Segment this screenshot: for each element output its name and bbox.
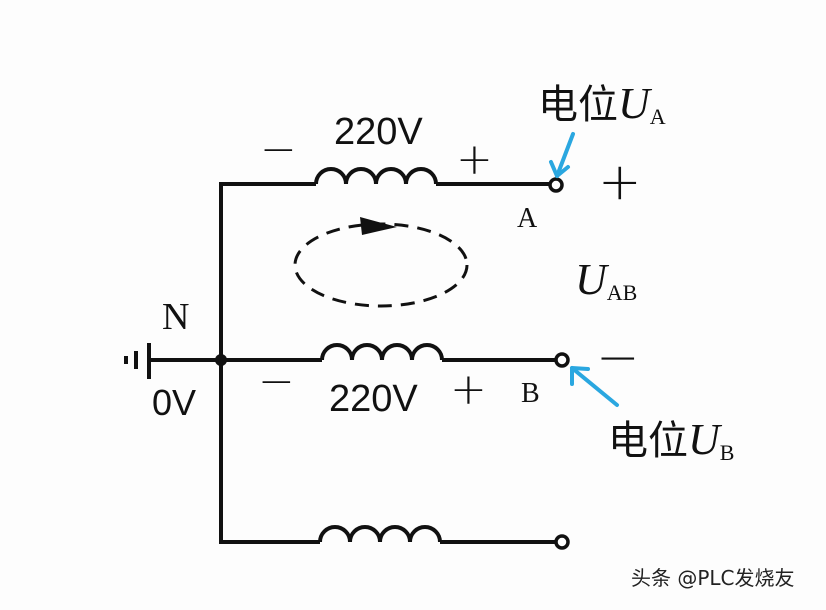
potential-b-symbol: U	[688, 415, 720, 464]
terminal-a-icon	[548, 177, 564, 193]
phase-b-minus: −	[258, 356, 295, 407]
neutral-voltage-label: 0V	[152, 382, 197, 423]
terminal-b-icon	[554, 352, 570, 368]
pointer-b-line	[570, 366, 619, 407]
phase-b-voltage: 220V	[329, 378, 418, 420]
potential-a-label: 电位UA	[538, 82, 666, 128]
terminal-b-label: B	[521, 378, 540, 409]
coil-b-icon	[320, 343, 444, 361]
phase-a-minus: −	[260, 124, 297, 175]
pointer-b-arrowhead-icon	[570, 366, 590, 386]
terminal-c-icon	[554, 534, 570, 550]
neutral-label: N	[162, 296, 190, 338]
terminal-a-label: A	[517, 203, 538, 234]
loop-arrow-icon	[360, 217, 397, 235]
potential-a-subscript: A	[649, 104, 666, 129]
phase-b-plus: +	[450, 364, 487, 415]
line-voltage-symbol: U	[575, 255, 607, 304]
potential-a-prefix: 电位	[538, 82, 618, 128]
potential-b-label: 电位UB	[608, 418, 734, 464]
pointer-a-line	[555, 132, 575, 178]
line-voltage-label: UAB	[575, 258, 637, 304]
potential-b-prefix: 电位	[608, 418, 688, 464]
watermark: 头条 @PLC发烧友	[631, 566, 795, 590]
pointer-a-arrowhead-icon	[549, 160, 570, 178]
junction-dot-icon	[215, 354, 227, 366]
loop-path-icon	[293, 222, 469, 308]
terminal-b-sign: −	[596, 328, 640, 388]
phase-a-voltage: 220V	[334, 111, 423, 153]
potential-a-symbol: U	[618, 79, 650, 128]
coil-a-icon	[314, 167, 438, 185]
potential-b-subscript: B	[719, 440, 735, 465]
terminal-a-sign: +	[598, 152, 642, 212]
line-voltage-subscript: AB	[606, 280, 638, 305]
coil-c-icon	[318, 525, 442, 543]
phase-a-plus: +	[456, 134, 493, 185]
ground-icon	[124, 343, 151, 379]
